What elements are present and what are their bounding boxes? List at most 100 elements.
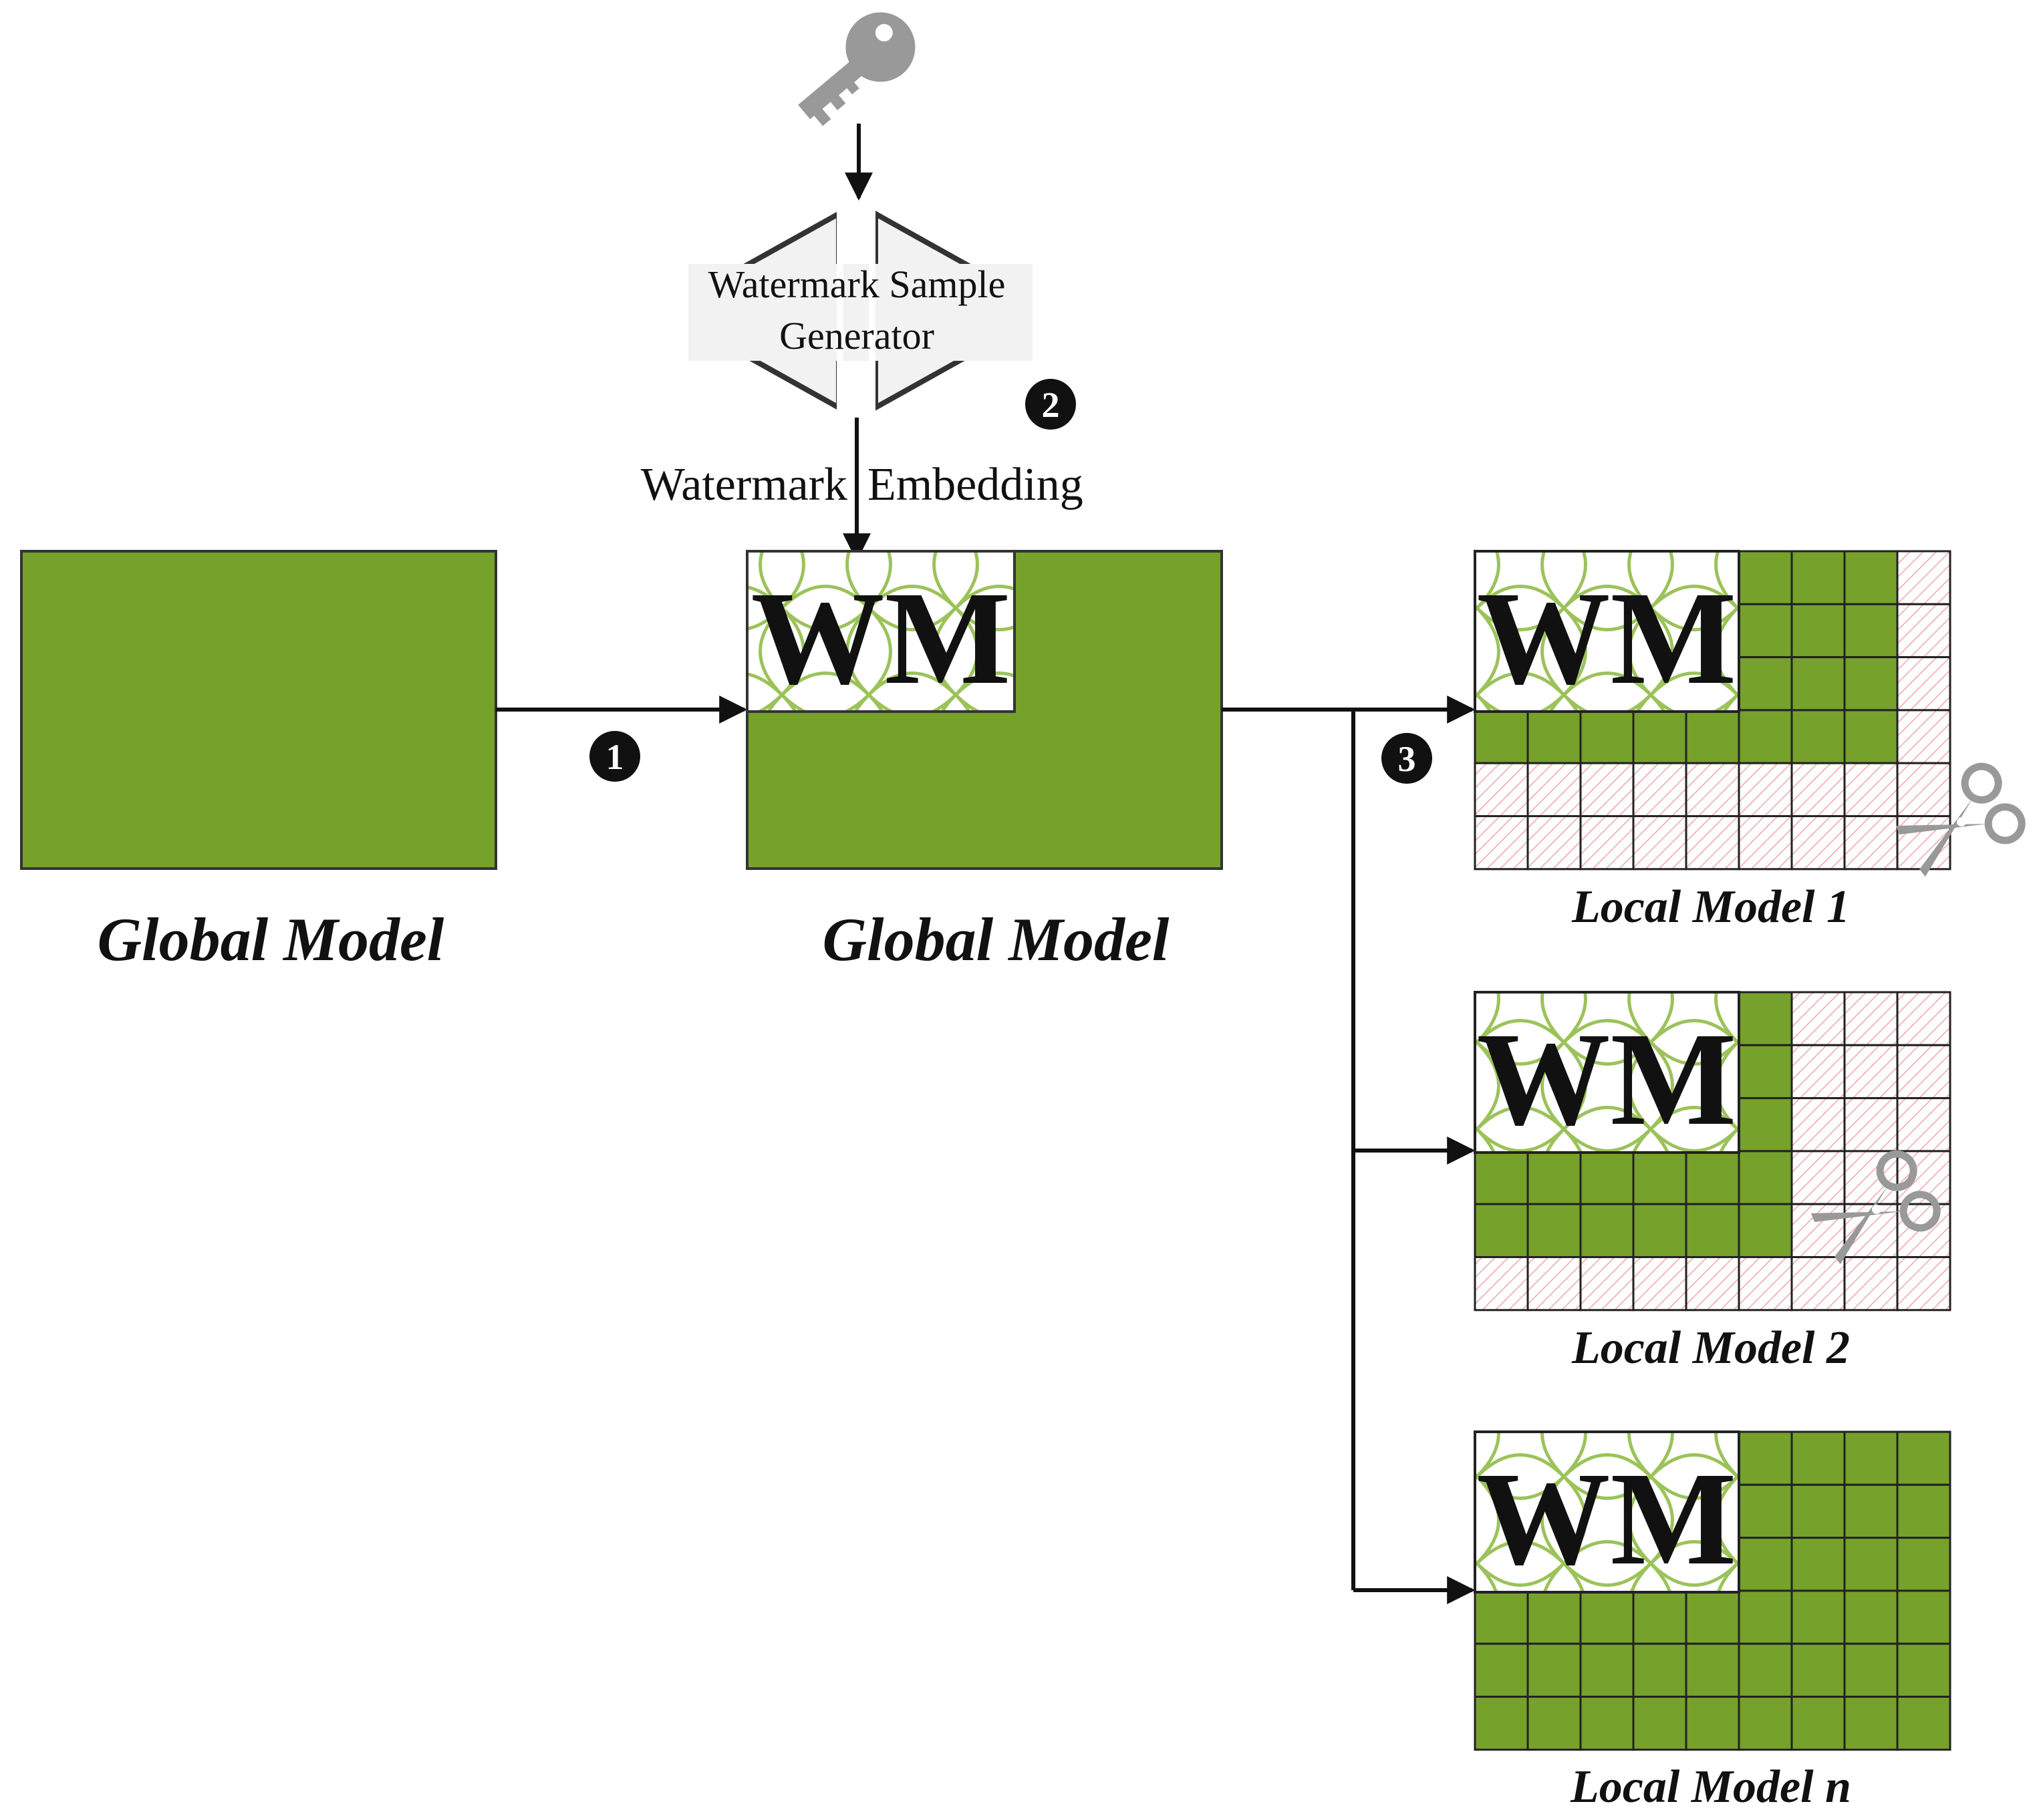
pruned-cell xyxy=(1738,815,1793,871)
retained-cell xyxy=(1579,1642,1635,1698)
pruned-cell xyxy=(1896,991,1951,1046)
retained-cell xyxy=(1474,1696,1529,1751)
retained-cell xyxy=(1843,1642,1899,1698)
generator-label-line1: Watermark Sample xyxy=(708,263,1006,306)
retained-cell xyxy=(1579,1150,1635,1205)
retained-cell xyxy=(1896,1430,1951,1486)
retained-cell xyxy=(1685,709,1740,764)
retained-cell xyxy=(1843,1696,1899,1751)
pruned-cell xyxy=(1579,815,1635,871)
pruned-cell xyxy=(1896,762,1951,817)
retained-cell xyxy=(1738,709,1793,764)
retained-cell xyxy=(1579,709,1635,764)
watermark-label-local-n: WM xyxy=(1477,1445,1737,1593)
retained-cell xyxy=(1632,1696,1687,1751)
local-model-1-label: Local Model 1 xyxy=(1571,881,1850,933)
retained-cell xyxy=(1685,1150,1740,1205)
retained-cell xyxy=(1790,1642,1846,1698)
local-model-n-label: Local Model n xyxy=(1570,1761,1851,1813)
local-model-1: WM Local Model 1 xyxy=(1474,550,1951,933)
pruned-cell xyxy=(1579,1256,1635,1312)
retained-cell xyxy=(1738,550,1793,605)
retained-cell xyxy=(1738,1537,1793,1592)
retained-cell xyxy=(1632,1150,1687,1205)
retained-cell xyxy=(1843,550,1899,605)
retained-cell xyxy=(1790,1483,1846,1539)
retained-cell xyxy=(1632,1203,1687,1258)
retained-cell xyxy=(1579,1696,1635,1751)
retained-cell xyxy=(1738,991,1793,1046)
retained-cell xyxy=(1843,1483,1899,1539)
pruned-cell xyxy=(1896,1256,1951,1312)
pruned-cell xyxy=(1843,1256,1899,1312)
global-model-watermarked-label: Global Model xyxy=(823,905,1170,973)
retained-cell xyxy=(1738,603,1793,659)
retained-cell xyxy=(1474,1589,1529,1645)
pruned-cell xyxy=(1843,1097,1899,1153)
svg-text:3: 3 xyxy=(1398,739,1416,779)
retained-cell xyxy=(1685,1642,1740,1698)
retained-cell xyxy=(1474,709,1529,764)
retained-cell xyxy=(1738,1642,1793,1698)
retained-cell xyxy=(1526,1696,1582,1751)
pruned-cell xyxy=(1685,1256,1740,1312)
retained-cell xyxy=(1526,1203,1582,1258)
retained-cell xyxy=(1790,1430,1846,1486)
pruned-cell xyxy=(1738,1256,1793,1312)
retained-cell xyxy=(1790,709,1846,764)
retained-cell xyxy=(1843,709,1899,764)
pruned-cell xyxy=(1474,815,1529,871)
retained-cell xyxy=(1790,1696,1846,1751)
retained-cell xyxy=(1738,1150,1793,1205)
pruned-cell xyxy=(1526,815,1582,871)
retained-cell xyxy=(1790,603,1846,659)
retained-cell xyxy=(1896,1696,1951,1751)
pruned-cell xyxy=(1790,815,1846,871)
pruned-cell xyxy=(1790,1203,1846,1258)
global-model-plain-label: Global Model xyxy=(98,905,444,973)
pruned-cell xyxy=(1579,762,1635,817)
svg-text:1: 1 xyxy=(606,737,624,777)
pruned-cell xyxy=(1843,815,1899,871)
embedding-label-part1: Watermark xyxy=(641,459,847,510)
pruned-cell xyxy=(1790,991,1846,1046)
retained-cell xyxy=(1738,1097,1793,1153)
retained-cell xyxy=(1790,1537,1846,1592)
retained-cell xyxy=(1896,1483,1951,1539)
retained-cell xyxy=(1790,1589,1846,1645)
retained-cell xyxy=(1632,1642,1687,1698)
pruned-cell xyxy=(1474,762,1529,817)
retained-cell xyxy=(1526,709,1582,764)
local-model-2-label: Local Model 2 xyxy=(1571,1322,1850,1374)
retained-cell xyxy=(1738,656,1793,712)
pruned-cell xyxy=(1738,762,1793,817)
retained-cell xyxy=(1632,709,1687,764)
pruned-cell xyxy=(1896,656,1951,712)
step-2-marker: 2 xyxy=(1025,379,1076,430)
pruned-cell xyxy=(1790,1150,1846,1205)
pruned-cell xyxy=(1896,709,1951,764)
distribution-line xyxy=(1222,708,1355,1590)
retained-cell xyxy=(1896,1537,1951,1592)
pruned-cell xyxy=(1896,550,1951,605)
retained-cell xyxy=(1526,1150,1582,1205)
scissors-icon xyxy=(1895,762,2026,877)
local-model-2: WM Local Model 2 xyxy=(1474,991,1951,1374)
retained-cell xyxy=(1843,656,1899,712)
retained-cell xyxy=(1632,1589,1687,1645)
retained-cell xyxy=(1843,1537,1899,1592)
retained-cell xyxy=(1474,1642,1529,1698)
retained-cell xyxy=(1474,1150,1529,1205)
pruned-cell xyxy=(1790,1044,1846,1100)
retained-cell xyxy=(1579,1203,1635,1258)
retained-cell xyxy=(1790,550,1846,605)
retained-cell xyxy=(1738,1430,1793,1486)
pruned-cell xyxy=(1685,815,1740,871)
pruned-cell xyxy=(1526,762,1582,817)
retained-cell xyxy=(1526,1589,1582,1645)
retained-cell xyxy=(1843,603,1899,659)
pruned-cell xyxy=(1685,762,1740,817)
step-1-marker: 1 xyxy=(589,731,640,782)
local-model-n: WM Local Model n xyxy=(1474,1430,1951,1813)
